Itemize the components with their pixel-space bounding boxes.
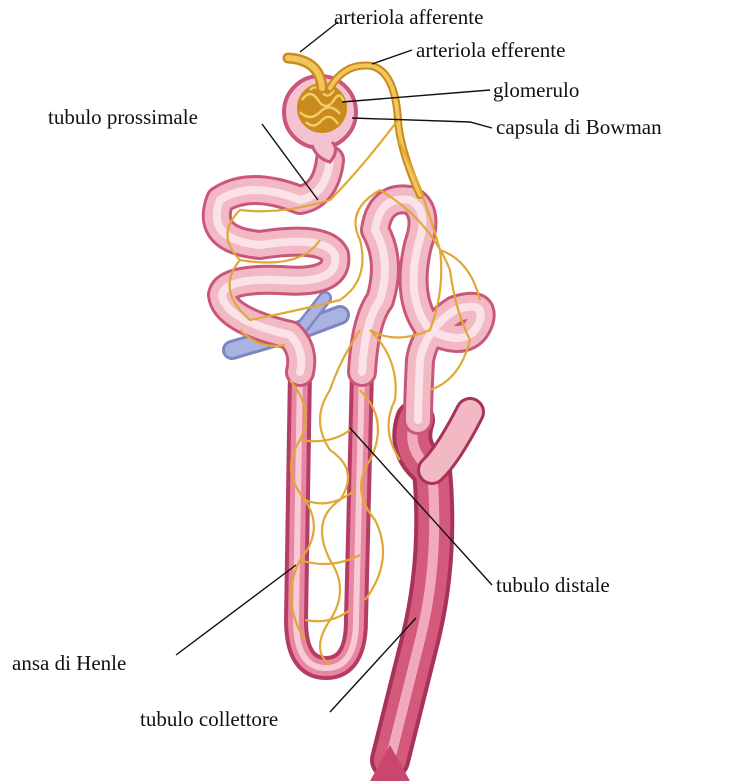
label-glomerulo: glomerulo [493, 78, 579, 102]
distal-convoluted-tubule [362, 199, 481, 420]
leader-arteriola-efferente [372, 50, 412, 64]
leader-arteriola-afferente [300, 22, 338, 52]
label-arteriola-afferente: arteriola afferente [334, 5, 483, 29]
label-tubulo-prossimale: tubulo prossimale [48, 105, 198, 129]
leader-capsula-di-bowman [352, 118, 492, 128]
label-tubulo-collettore: tubulo collettore [140, 707, 278, 731]
label-tubulo-distale: tubulo distale [496, 573, 610, 597]
label-arteriola-efferente: arteriola efferente [416, 38, 565, 62]
leader-ansa-di-henle [176, 565, 296, 655]
label-capsula-di-bowman: capsula di Bowman [496, 115, 662, 139]
leader-glomerulo [342, 90, 490, 102]
label-ansa-di-henle: ansa di Henle [12, 651, 126, 675]
